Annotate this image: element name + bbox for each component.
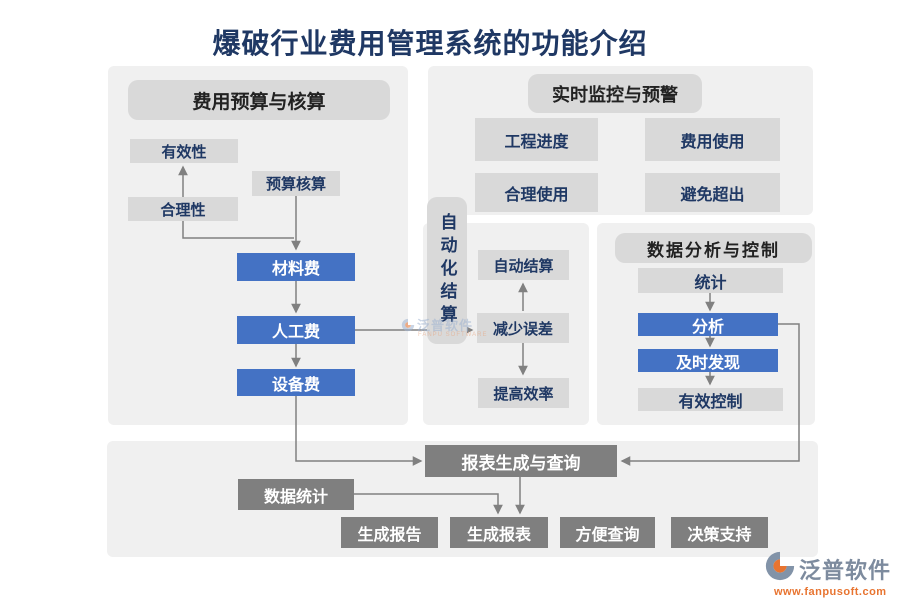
panel-budget (108, 66, 408, 425)
node-auto-settle: 自动结算 (478, 250, 569, 280)
node-easy-query: 方便查询 (560, 517, 655, 548)
page-title: 爆破行业费用管理系统的功能介绍 (212, 28, 648, 59)
node-improve-efficiency: 提高效率 (478, 378, 569, 408)
node-effective-control: 有效控制 (638, 388, 783, 411)
node-labor-cost: 人工费 (237, 316, 355, 344)
monitor-section-header: 实时监控与预警 (528, 74, 702, 113)
node-generate-report: 生成报告 (341, 517, 438, 548)
fanpu-logo-icon (765, 551, 795, 581)
node-equipment-cost: 设备费 (237, 369, 355, 396)
node-report-main: 报表生成与查询 (425, 445, 617, 477)
node-auto-settlement-label: 自动化结算 (427, 197, 467, 344)
logo-url-text: www.fanpusoft.com (774, 586, 887, 598)
fanpu-logo: 泛普软件 www.fanpusoft.com (764, 550, 896, 598)
node-reduce-error: 减少误差 (477, 313, 569, 343)
node-rationality: 合理性 (128, 197, 238, 221)
node-cost-usage: 费用使用 (645, 118, 780, 161)
budget-section-header: 费用预算与核算 (128, 80, 390, 120)
node-effectiveness: 有效性 (130, 139, 238, 163)
node-rational-use: 合理使用 (475, 173, 598, 212)
node-avoid-overrun: 避免超出 (645, 173, 780, 212)
node-statistics: 统计 (638, 268, 783, 293)
logo-brand-text: 泛普软件 (799, 558, 892, 583)
node-timely-discovery: 及时发现 (638, 349, 778, 372)
node-data-statistics: 数据统计 (238, 479, 354, 510)
node-analyze: 分析 (638, 313, 778, 336)
node-project-progress: 工程进度 (475, 118, 598, 161)
node-generate-table: 生成报表 (450, 517, 548, 548)
node-decision-support: 决策支持 (671, 517, 768, 548)
node-material-cost: 材料费 (237, 253, 355, 281)
analysis-section-header: 数据分析与控制 (615, 233, 812, 263)
node-budget-check: 预算核算 (252, 171, 340, 196)
